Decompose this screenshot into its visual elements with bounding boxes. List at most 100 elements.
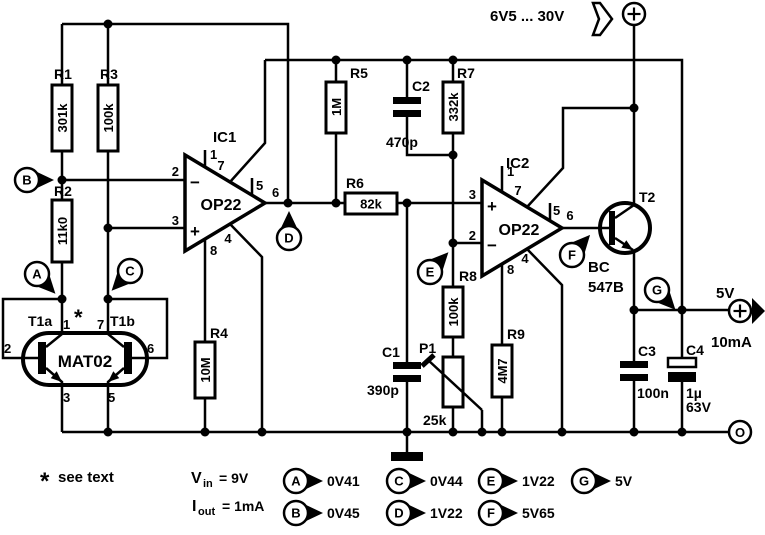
resistor-r6: 82k R6 bbox=[343, 175, 399, 216]
legend-item-e: E 1V22 bbox=[477, 467, 555, 495]
marker-letter: D bbox=[284, 231, 293, 246]
pin-label: 7 bbox=[97, 317, 104, 332]
pin-label: 3 bbox=[469, 187, 476, 202]
resistor-value: 4M7 bbox=[495, 358, 510, 383]
marker-g: G bbox=[643, 276, 676, 310]
vin-value: = 9V bbox=[219, 470, 249, 486]
capacitor-ref: C2 bbox=[412, 78, 430, 94]
capacitor-ref: C1 bbox=[382, 344, 400, 360]
legend-value: 1V22 bbox=[522, 473, 555, 489]
see-text-asterisk: * bbox=[74, 305, 83, 330]
resistor-ref: R3 bbox=[100, 66, 118, 82]
resistor-body bbox=[50, 198, 74, 264]
legend-item-b: B 0V45 bbox=[282, 499, 360, 527]
pin-label: 5 bbox=[108, 390, 115, 405]
transistor-ref-a: T1a bbox=[28, 313, 52, 329]
resistor-ref: R9 bbox=[507, 326, 525, 342]
pin-label: 8 bbox=[507, 262, 514, 277]
legend-value: 5V bbox=[615, 473, 633, 489]
output-voltage-label: 5V bbox=[716, 285, 734, 302]
legend-letter: D bbox=[394, 506, 403, 521]
capacitor-ref: C4 bbox=[686, 342, 704, 358]
marker-b: B bbox=[13, 166, 54, 194]
opamp-triangle bbox=[480, 176, 566, 280]
potentiometer-ref: P1 bbox=[419, 340, 436, 356]
capacitor-rating: 63V bbox=[686, 399, 712, 415]
pin-label: 2 bbox=[469, 228, 476, 243]
t2-emitter-arrow bbox=[621, 240, 633, 250]
t1b-emitter-arrow bbox=[108, 371, 120, 382]
opamp-part: OP22 bbox=[499, 222, 540, 239]
marker-letter: C bbox=[125, 264, 135, 279]
resistor-value: 11k0 bbox=[55, 217, 70, 245]
resistor-ref: R1 bbox=[54, 66, 72, 82]
transistor-part-line1: BC bbox=[588, 259, 610, 276]
t1a-base-bar bbox=[38, 342, 46, 374]
resistor-body bbox=[441, 285, 465, 339]
opamp-ref: IC2 bbox=[506, 155, 529, 172]
marker-a: A bbox=[23, 260, 56, 294]
capacitor-ref: C3 bbox=[638, 343, 656, 359]
resistor-value: 100k bbox=[446, 297, 461, 327]
marker-letter: A bbox=[32, 267, 42, 282]
legend-letter: G bbox=[579, 474, 589, 489]
resistor-ref: R4 bbox=[210, 325, 228, 341]
resistor-r8: 100k R8 bbox=[441, 268, 477, 339]
potentiometer-p1: P1 25k bbox=[419, 340, 484, 432]
iout-value: = 1mA bbox=[222, 498, 264, 514]
legend-item-f: F 5V65 bbox=[477, 499, 555, 527]
wiper-arm bbox=[427, 359, 483, 411]
pin-label: 3 bbox=[63, 390, 70, 405]
legend-value: 0V41 bbox=[327, 473, 360, 489]
opamp-part: OP22 bbox=[201, 197, 242, 214]
resistor-ref: R6 bbox=[346, 175, 364, 191]
resistor-ref: R8 bbox=[459, 268, 477, 284]
junction-dots bbox=[57, 19, 687, 437]
marker-letter: B bbox=[22, 173, 31, 188]
operating-conditions: V in = 9V I out = 1mA bbox=[191, 470, 264, 518]
supply-arrow-icon bbox=[591, 1, 614, 37]
marker-c: C bbox=[111, 257, 144, 291]
see-text-note: * see text bbox=[40, 468, 114, 495]
capacitor-c1: C1 390p bbox=[367, 344, 421, 398]
transistor-ref-b: T1b bbox=[110, 313, 135, 329]
marker-letter: E bbox=[426, 265, 435, 280]
pin-label: 5 bbox=[553, 203, 560, 218]
dual-transistor-t1: MAT02 T1a T1b * 1 7 2 6 3 5 bbox=[4, 305, 154, 405]
marker-f: F bbox=[558, 234, 591, 269]
resistor-value: 100k bbox=[101, 103, 116, 133]
resistor-body bbox=[193, 340, 217, 400]
resistor-r4: 10M R4 bbox=[193, 325, 228, 400]
capacitor-value: 390p bbox=[367, 382, 399, 398]
transistor-t2: T2 BC 547B bbox=[588, 189, 656, 296]
resistor-value: 10M bbox=[198, 357, 213, 382]
legend-letter: B bbox=[291, 506, 300, 521]
ground-icon bbox=[391, 452, 423, 461]
transistor-ref: T2 bbox=[639, 189, 656, 205]
resistor-value: 332k bbox=[446, 92, 461, 122]
marker-d: D bbox=[275, 211, 303, 252]
wiper-head bbox=[420, 353, 436, 368]
iout-symbol: I bbox=[192, 498, 196, 515]
legend-item-a: A 0V41 bbox=[282, 467, 360, 495]
vin-symbol: V bbox=[191, 470, 202, 487]
resistor-value: 1M bbox=[329, 98, 344, 116]
output-current-label: 10mA bbox=[711, 334, 752, 351]
resistor-value: 301k bbox=[55, 103, 70, 133]
pin-label: 1 bbox=[210, 147, 217, 162]
resistor-r5: 1M R5 bbox=[324, 65, 368, 135]
capacitor-value: 1µ bbox=[686, 385, 702, 401]
resistor-r2: 11k0 R2 bbox=[50, 183, 74, 264]
zero-terminal: O bbox=[727, 419, 753, 445]
marker-letter: F bbox=[568, 248, 576, 263]
zero-volt-terminal bbox=[727, 419, 753, 445]
pin-label: 6 bbox=[147, 341, 154, 356]
pin-label: 7 bbox=[514, 183, 521, 198]
resistor-r9: 4M7 R9 bbox=[490, 326, 525, 399]
resistor-body bbox=[96, 83, 120, 153]
capacitor-c4: C4 1µ 63V bbox=[666, 342, 712, 415]
potentiometer-value: 25k bbox=[423, 412, 447, 428]
opamp-ic1: IC1 OP22 − + 2 3 1 7 5 6 8 4 bbox=[172, 129, 279, 258]
